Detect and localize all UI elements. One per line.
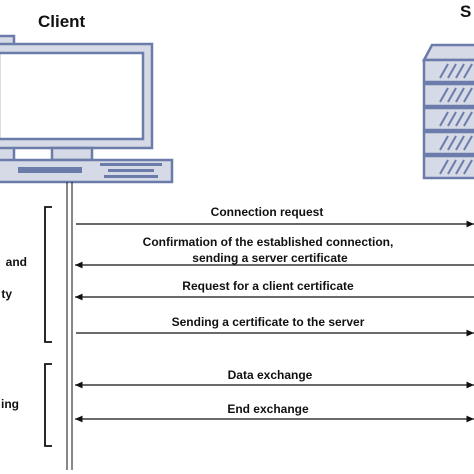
confirmation-label-line1: Confirmation of the established connecti…	[143, 235, 394, 249]
data-exchange-label: Data exchange	[228, 368, 313, 382]
client-title: Client	[38, 12, 86, 31]
handshake-phase-bracket	[44, 206, 52, 343]
end-exchange-label: End exchange	[227, 402, 309, 416]
transfer-phase-bracket	[44, 363, 52, 447]
client-lifeline	[66, 182, 73, 470]
transfer-phase-label: ing	[1, 397, 19, 411]
connection-request-label: Connection request	[211, 205, 324, 219]
client-cert-request-label: Request for a client certificate	[182, 279, 354, 293]
handshake-phase-label-line2: ty	[1, 287, 12, 301]
desktop-computer-icon	[0, 34, 174, 184]
send-certificate-label: Sending a certificate to the server	[172, 315, 365, 329]
handshake-phase-label-line1: and	[6, 255, 27, 269]
server-rack-icon	[421, 43, 474, 180]
server-title: S	[460, 2, 471, 21]
confirmation-label-line2: sending a server certificate	[192, 251, 348, 265]
